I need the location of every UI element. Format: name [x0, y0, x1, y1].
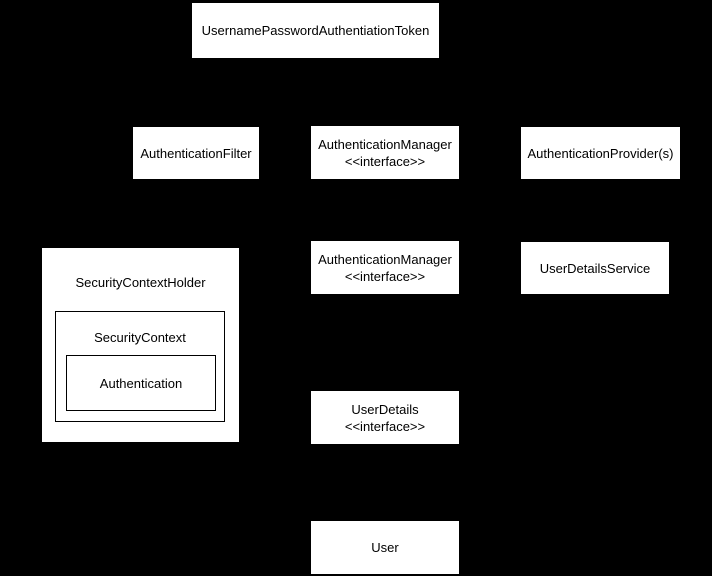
node-label: UsernamePasswordAuthentiationToken: [201, 23, 430, 38]
node-label: User: [371, 540, 399, 555]
node-username-password-authentication-token: UsernamePasswordAuthentiationToken: [191, 2, 440, 59]
node-stereotype: <<interface>>: [344, 153, 426, 169]
node-label: AuthenticationManager: [318, 136, 452, 152]
node-authentication-manager-middle: AuthenticationManager <<interface>>: [310, 240, 460, 295]
node-authentication-filter: AuthenticationFilter: [132, 126, 260, 180]
node-label: AuthenticationFilter: [140, 145, 252, 161]
node-security-context-holder: SecurityContextHolder SecurityContext Au…: [41, 247, 240, 443]
node-label: AuthenticationProvider(s): [527, 145, 674, 161]
node-security-context: SecurityContext Authentication: [55, 311, 225, 422]
node-user-details: UserDetails <<interface>>: [310, 390, 460, 445]
node-label: SecurityContext: [94, 330, 186, 345]
node-user-details-service: UserDetailsService: [520, 241, 670, 295]
node-user: User: [310, 520, 460, 575]
node-authentication-providers: AuthenticationProvider(s): [520, 126, 681, 180]
node-label: UserDetailsService: [539, 260, 651, 276]
node-stereotype: <<interface>>: [344, 418, 426, 434]
node-stereotype: <<interface>>: [344, 268, 426, 284]
node-label: SecurityContextHolder: [75, 275, 206, 290]
node-label: Authentication: [99, 375, 183, 391]
node-label: UserDetails: [351, 401, 419, 417]
node-label: AuthenticationManager: [318, 251, 452, 267]
node-authentication-manager-top: AuthenticationManager <<interface>>: [310, 125, 460, 180]
node-authentication: Authentication: [66, 355, 216, 411]
